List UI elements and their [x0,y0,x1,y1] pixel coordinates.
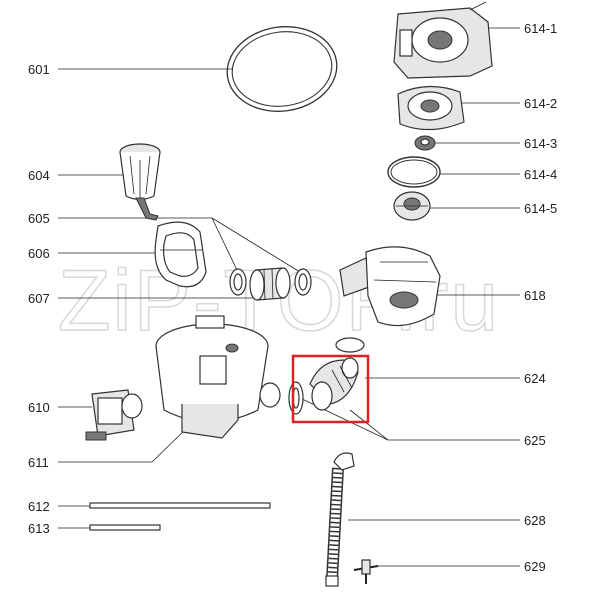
part-614-5-impeller [393,191,431,221]
part-605-seal-right [294,268,312,296]
part-labels: 601 604 605 606 607 610 611 612 613 614-… [28,21,557,574]
label-629: 629 [524,559,546,574]
part-606-filter-cage [154,221,207,288]
label-611: 611 [28,455,49,470]
part-601-gasket-ring [226,26,338,112]
label-628: 628 [524,513,546,528]
part-611-sump [155,315,281,439]
label-601: 601 [28,62,50,77]
part-604-filter-housing [119,143,161,221]
label-625: 625 [524,433,546,448]
leader-lines [58,27,520,567]
part-614-1-pump-motor [393,1,493,79]
part-612-rod [89,502,271,509]
part-614-3-small-seal [414,135,436,151]
label-610: 610 [28,400,50,415]
label-614-2: 614-2 [524,96,557,111]
label-624: 624 [524,371,546,386]
label-607: 607 [28,291,50,306]
highlight-box [291,354,370,424]
label-604: 604 [28,168,50,183]
label-618: 618 [524,288,546,303]
label-606: 606 [28,246,50,261]
part-607-connector-tube [249,267,291,301]
part-628-drain-hose [325,452,355,587]
part-610-drain-pump [85,389,143,441]
part-618-heater-pump [339,246,441,327]
part-614-4-o-ring [387,156,441,188]
label-614-5: 614-5 [524,201,557,216]
label-614-4: 614-4 [524,167,557,182]
part-605-seal-left [229,268,247,296]
part-624-hose-elbow [309,337,365,411]
label-613: 613 [28,521,50,536]
label-614-3: 614-3 [524,136,557,151]
label-614-1: 614-1 [524,21,557,36]
part-613-rod [89,524,161,531]
part-625-seal [288,381,304,415]
label-612: 612 [28,499,50,514]
label-605: 605 [28,211,50,226]
part-614-2-impeller-housing [397,85,465,131]
part-629-connector [353,559,379,584]
